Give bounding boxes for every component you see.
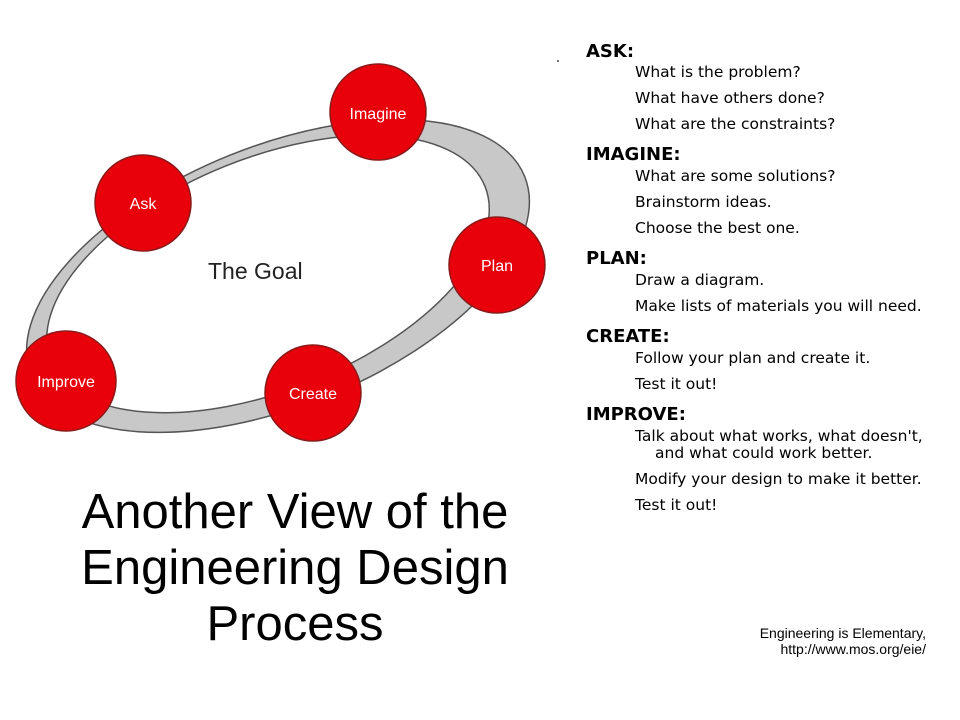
- step-item: Test it out!: [635, 375, 718, 393]
- node-imagine-label: Imagine: [350, 106, 407, 123]
- step-item: Talk about what works, what doesn't, and…: [635, 427, 923, 462]
- node-improve-circle: [15, 330, 117, 432]
- node-create-label: Create: [289, 386, 337, 403]
- node-create-circle: [264, 344, 362, 442]
- stray-dot: [557, 60, 559, 62]
- steps-list: ASK: What is the problem? What have othe…: [586, 40, 946, 523]
- step-imagine: IMAGINE: What are some solutions? Brains…: [586, 142, 946, 237]
- node-ask-circle: [94, 154, 192, 252]
- center-label: The Goal: [208, 258, 303, 284]
- step-improve: IMPROVE: Talk about what works, what doe…: [586, 402, 946, 514]
- step-item: Modify your design to make it better.: [635, 470, 922, 488]
- step-item: Choose the best one.: [635, 219, 800, 237]
- step-item: What are some solutions?: [635, 167, 836, 185]
- node-create: Create: [264, 344, 362, 442]
- node-ask: Ask: [94, 154, 192, 252]
- node-imagine-circle: [329, 63, 427, 161]
- slide-title: Another View of the Engineering Design P…: [81, 485, 509, 651]
- step-item: What is the problem?: [635, 63, 801, 81]
- credit-url: http://www.mos.org/eie/: [780, 641, 926, 657]
- step-ask: ASK: What is the problem? What have othe…: [586, 40, 946, 133]
- step-heading: PLAN:: [586, 248, 647, 269]
- design-process-cycle-diagram: The Goal Imagine Ask Plan Improve Create: [15, 63, 546, 442]
- step-heading: IMPROVE:: [586, 404, 686, 425]
- step-item: What have others done?: [635, 89, 825, 107]
- step-item: Test it out!: [635, 496, 718, 514]
- step-heading: ASK:: [586, 41, 635, 62]
- node-improve: Improve: [15, 330, 117, 432]
- step-item: Brainstorm ideas.: [635, 193, 772, 211]
- credit-source: Engineering is Elementary,: [759, 625, 926, 641]
- step-item: Draw a diagram.: [635, 271, 765, 289]
- node-improve-label: Improve: [37, 374, 95, 391]
- source-credit: Engineering is Elementary, http://www.mo…: [756, 625, 926, 657]
- node-plan-circle: [448, 216, 546, 314]
- step-item: Make lists of materials you will need.: [635, 297, 922, 315]
- step-heading: CREATE:: [586, 326, 670, 347]
- node-ask-label: Ask: [130, 196, 158, 213]
- node-plan-label: Plan: [481, 258, 513, 275]
- step-plan: PLAN: Draw a diagram. Make lists of mate…: [586, 246, 946, 315]
- step-heading: IMAGINE:: [586, 144, 681, 165]
- node-imagine: Imagine: [329, 63, 427, 161]
- step-item: Follow your plan and create it.: [635, 349, 871, 367]
- step-create: CREATE: Follow your plan and create it. …: [586, 324, 946, 393]
- step-item: What are the constraints?: [635, 115, 836, 133]
- node-plan: Plan: [448, 216, 546, 314]
